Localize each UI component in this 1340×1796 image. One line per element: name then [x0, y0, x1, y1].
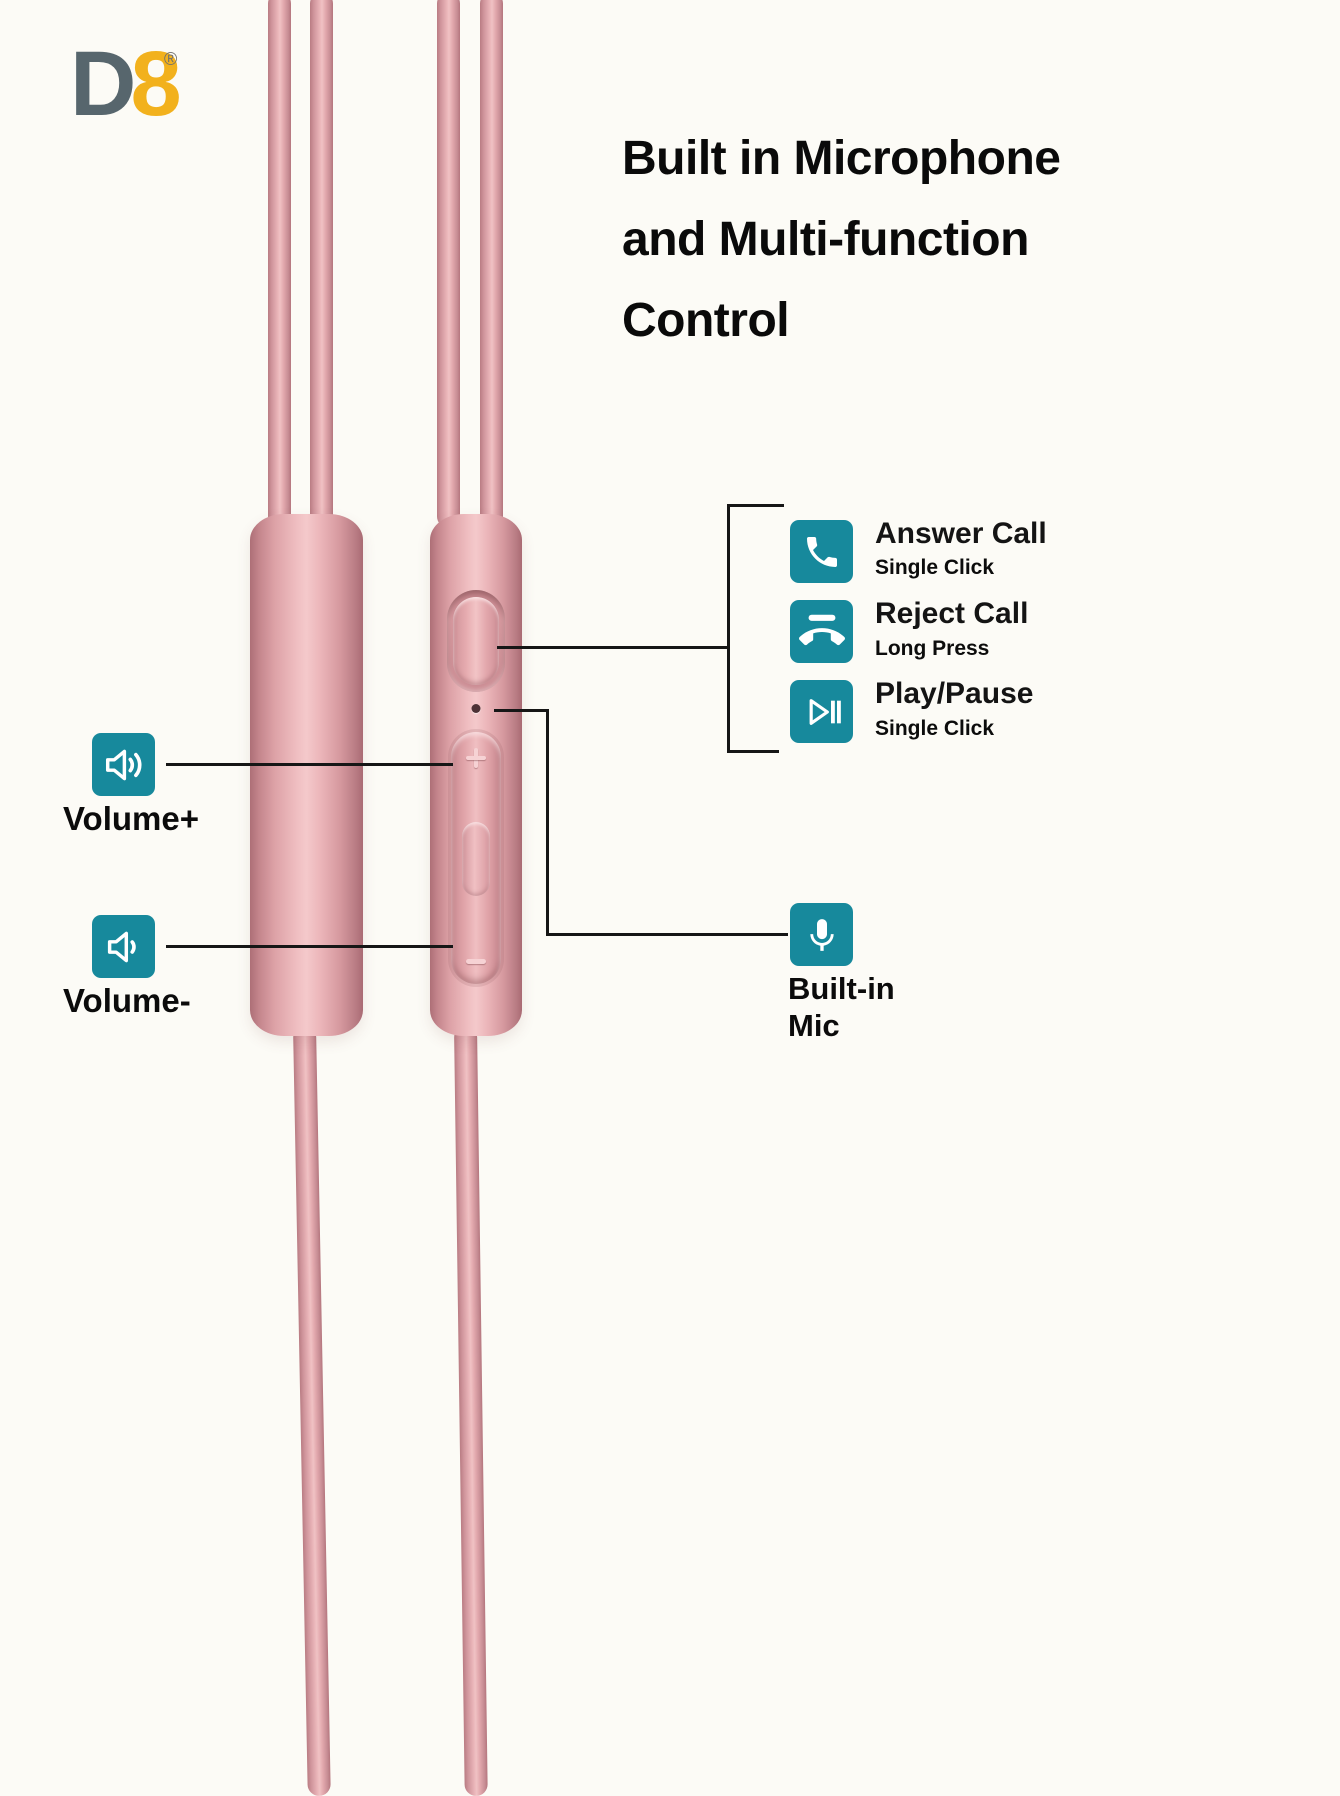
- built-in-mic-label: Built-in Mic: [788, 970, 895, 1044]
- callout-line-button: [497, 646, 730, 649]
- callout-bracket-vertical: [727, 504, 730, 753]
- volume-up-tile: [92, 733, 155, 796]
- answer-call-action: Single Click: [875, 556, 995, 579]
- cable-splitter-body: [250, 514, 363, 1036]
- callout-bracket-top: [727, 504, 784, 507]
- multifunction-button: [453, 597, 499, 685]
- reject-call-action: Long Press: [875, 637, 990, 660]
- callout-line-mic-vertical: [546, 709, 549, 936]
- page-title: Built in Microphone and Multi-function C…: [622, 118, 1061, 361]
- built-in-mic-label-line-2: Mic: [788, 1008, 840, 1043]
- play-pause-icon: [809, 698, 841, 725]
- title-line-3: Control: [622, 294, 790, 347]
- logo-digit-8: 8: [130, 33, 181, 135]
- volume-down-mark: [466, 959, 486, 964]
- callout-line-mic-horizontal-1: [494, 709, 549, 712]
- reject-call-label: Reject Call: [875, 597, 1029, 630]
- callout-bracket-bottom: [727, 750, 779, 753]
- play-pause-tile: [790, 680, 853, 743]
- callout-line-volume-up: [166, 763, 453, 766]
- brand-logo: D8 ®: [70, 38, 182, 130]
- play-pause-label: Play/Pause: [875, 677, 1034, 710]
- built-in-mic-tile: [790, 903, 853, 966]
- right-cable-lower: [454, 1025, 488, 1796]
- left-cable-lower: [293, 1025, 331, 1796]
- answer-call-tile: [790, 520, 853, 583]
- logo-letter-d: D: [70, 33, 136, 135]
- right-cable-strand-1: [437, 0, 460, 528]
- volume-down-icon: [107, 931, 136, 962]
- volume-up-label: Volume+: [63, 800, 200, 837]
- rocker-center-ridge: [462, 822, 490, 896]
- mic-hole: [471, 704, 481, 713]
- title-line-2: and Multi-function: [622, 213, 1029, 266]
- left-cable-strand-2: [310, 0, 333, 528]
- built-in-mic-label-line-1: Built-in: [788, 971, 895, 1006]
- right-cable-strand-2: [480, 0, 503, 528]
- phone-answer-icon: [806, 536, 837, 567]
- play-pause-action: Single Click: [875, 717, 995, 740]
- multifunction-button-well: [447, 590, 505, 692]
- inline-remote-body: [430, 514, 522, 1036]
- callout-line-mic-horizontal-2: [546, 933, 788, 936]
- registered-trademark-icon: ®: [164, 49, 178, 69]
- answer-call-label: Answer Call: [875, 517, 1047, 550]
- microphone-icon: [809, 918, 834, 951]
- volume-down-label: Volume-: [63, 982, 191, 1019]
- volume-up-mark-bar: [466, 756, 486, 760]
- volume-up-icon: [105, 749, 141, 780]
- volume-down-tile: [92, 915, 155, 978]
- left-cable-strand-1: [268, 0, 291, 528]
- callout-line-volume-down: [166, 945, 453, 948]
- title-line-1: Built in Microphone: [622, 132, 1061, 185]
- reject-call-tile: [790, 600, 853, 663]
- volume-rocker: [451, 732, 501, 984]
- phone-reject-icon: [798, 614, 845, 645]
